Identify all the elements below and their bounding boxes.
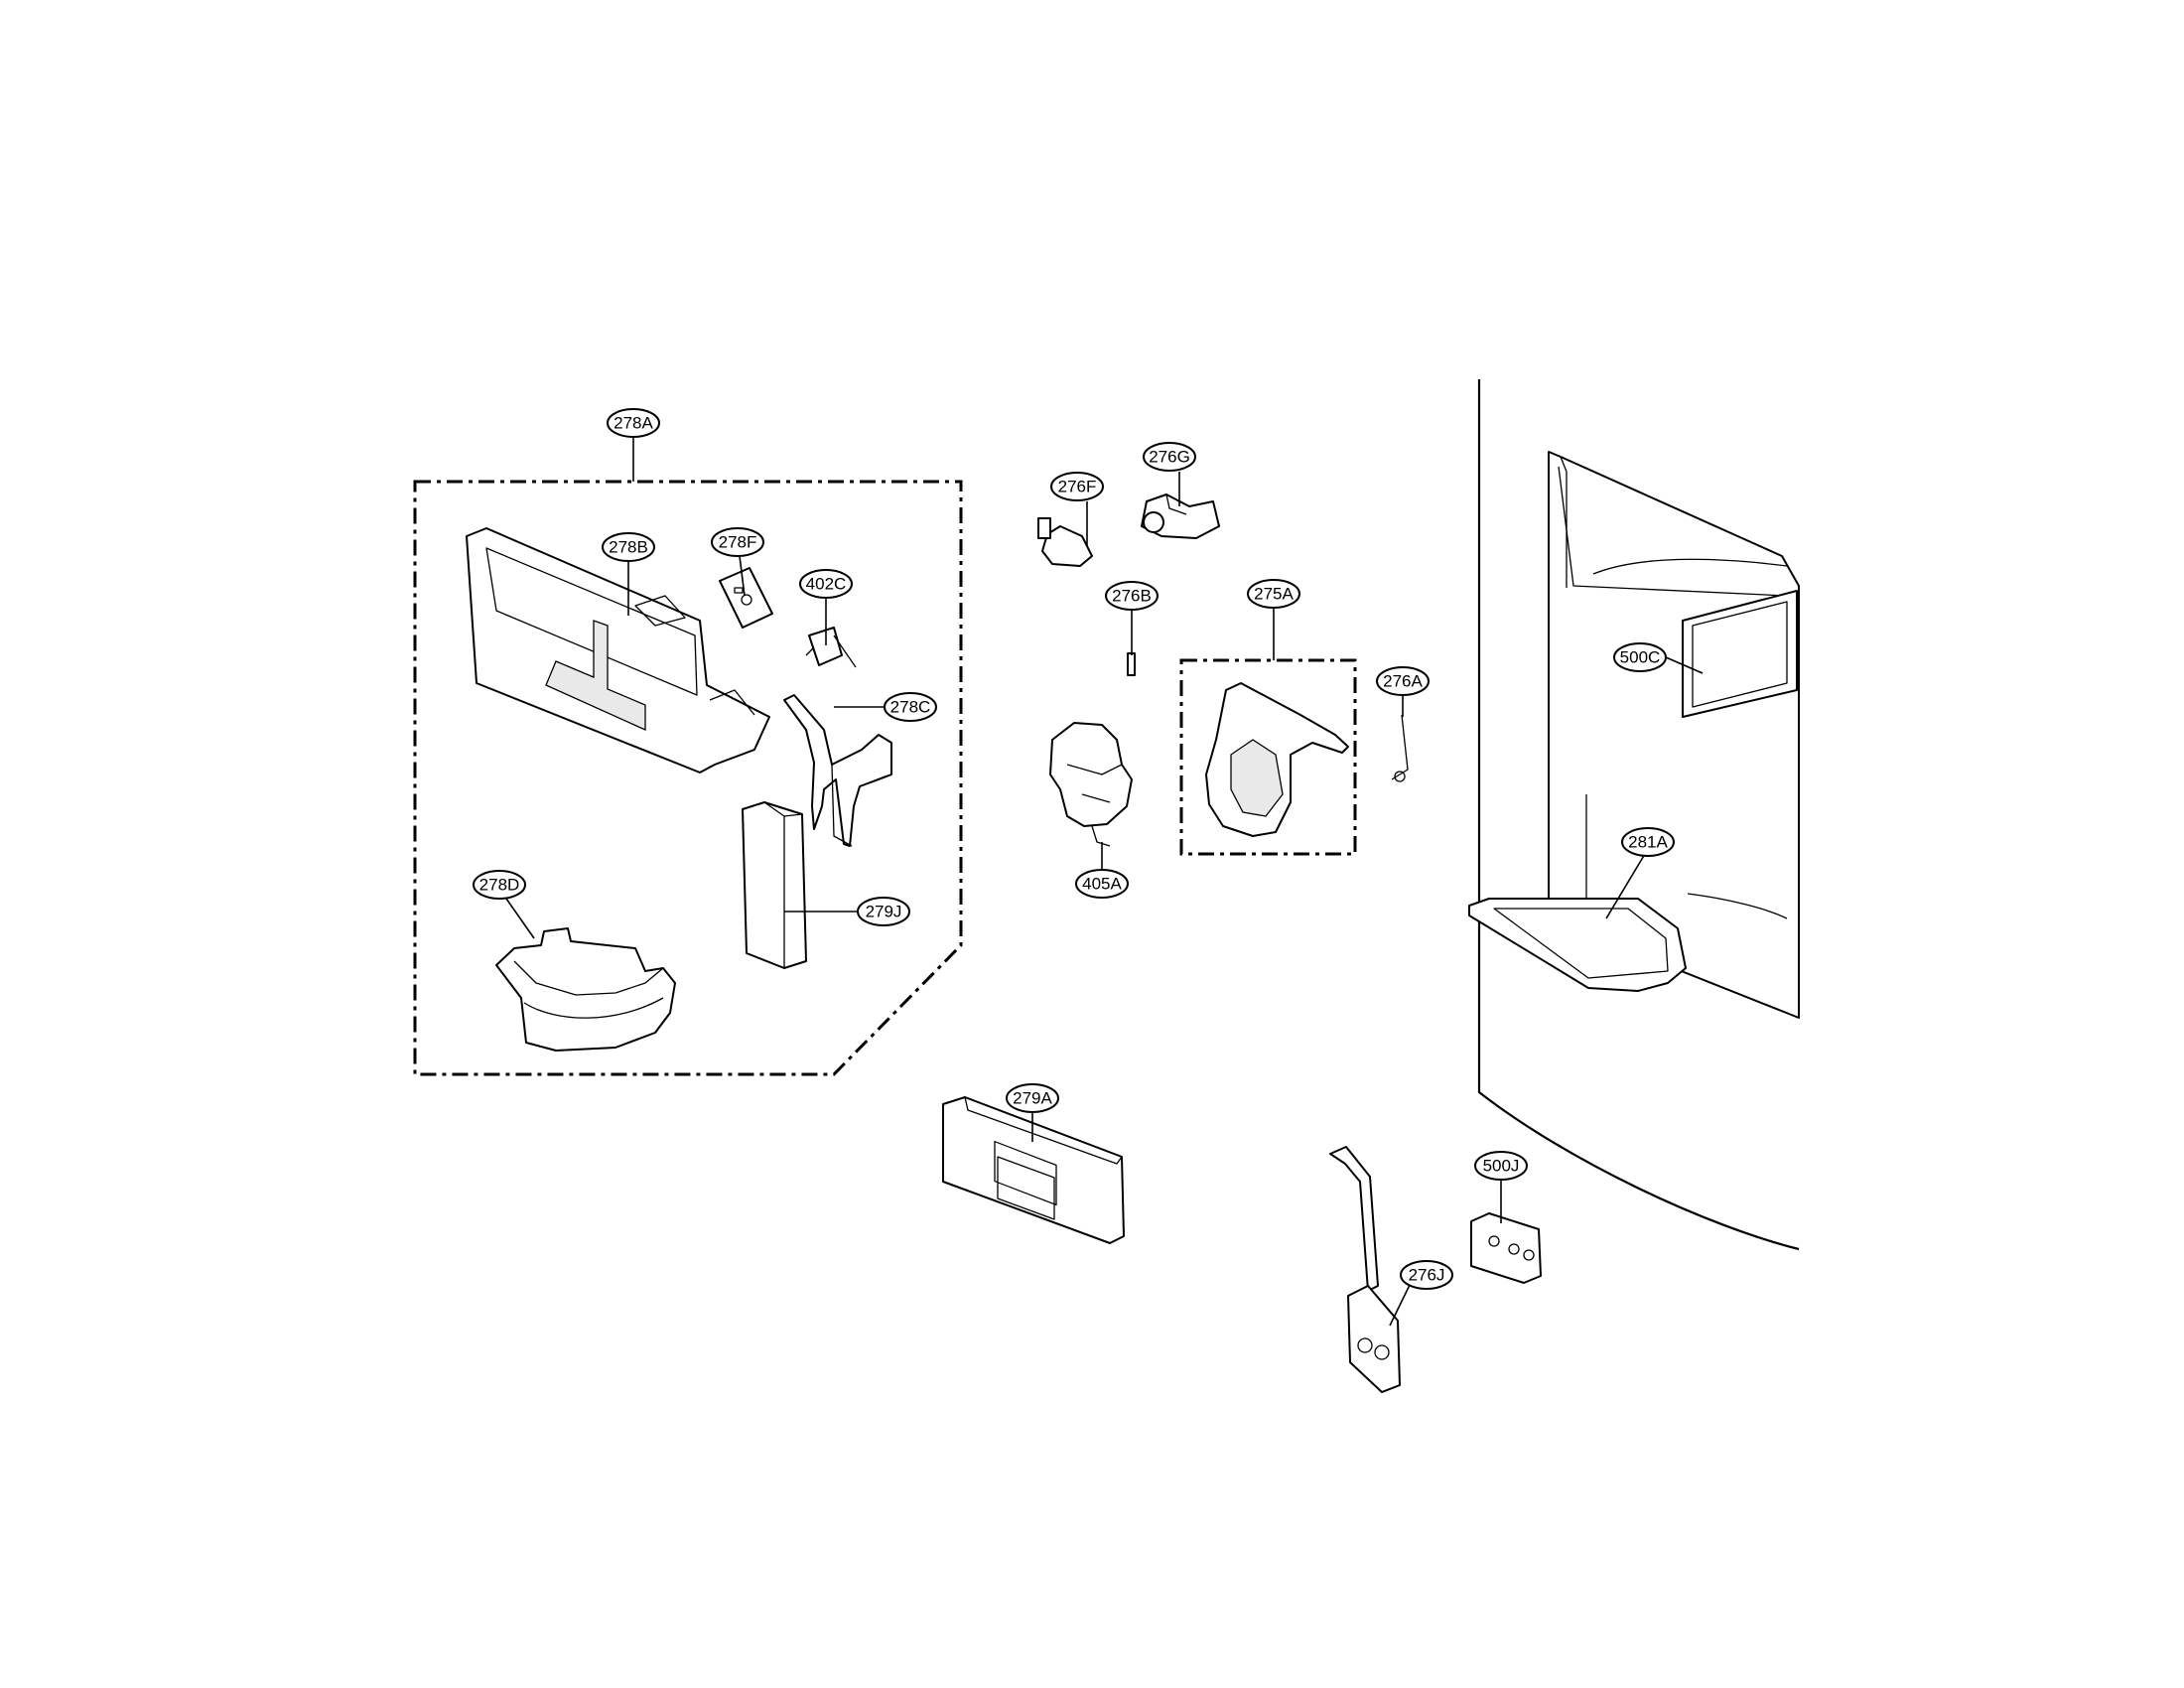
part-276B-pin [1127,652,1136,676]
svg-text:500J: 500J [1483,1157,1520,1176]
svg-text:278C: 278C [890,698,931,717]
callout-500J: 500J [1474,1151,1528,1181]
assembly-278A-boundary [413,480,963,1076]
part-281A-tray [1468,898,1687,992]
callout-276B: 276B [1105,581,1159,611]
callout-275A: 275A [1247,579,1300,609]
svg-text:275A: 275A [1254,585,1294,604]
callout-405A: 405A [1075,869,1129,899]
callout-279J: 279J [857,897,910,926]
part-278C-lever [783,694,892,847]
part-279J-cover [742,801,807,969]
callout-278D: 278D [473,870,526,900]
part-276F-gear [1037,517,1093,567]
part-276G-bracket [1141,493,1220,539]
callout-278F: 278F [711,527,764,557]
svg-text:279A: 279A [1013,1089,1052,1108]
svg-text:278F: 278F [719,533,757,552]
part-275A-flap [1205,682,1349,837]
callout-278B: 278B [602,532,655,562]
part-278D-chute [495,927,676,1052]
svg-text:500C: 500C [1620,648,1661,667]
svg-text:278D: 278D [479,876,520,895]
callout-276F: 276F [1050,472,1104,501]
door-cabinet-outline [1477,379,1800,1251]
callout-276A: 276A [1376,666,1430,696]
svg-text:405A: 405A [1082,875,1122,894]
svg-text:276G: 276G [1149,448,1190,467]
callout-279A: 279A [1006,1083,1059,1113]
svg-text:278A: 278A [614,414,653,433]
svg-text:276B: 276B [1112,587,1152,606]
part-276J-actuator [1329,1146,1401,1393]
svg-text:276A: 276A [1383,672,1423,691]
svg-text:281A: 281A [1628,833,1668,852]
part-276A-spring [1391,714,1409,782]
part-278B-housing [466,527,770,774]
part-500C-board [1682,590,1798,718]
svg-text:278B: 278B [609,538,648,557]
callout-281A: 281A [1621,827,1675,857]
part-279A-panel [942,1096,1125,1244]
svg-text:276J: 276J [1409,1266,1445,1285]
callout-278A: 278A [607,408,660,438]
svg-text:402C: 402C [806,575,847,594]
callout-276J: 276J [1400,1260,1453,1290]
callout-278C: 278C [884,692,937,722]
part-500J-connector [1470,1212,1542,1284]
callout-276G: 276G [1143,442,1196,472]
part-402C-switch [805,627,857,668]
assembly-275A-boundary [1179,658,1357,856]
part-405A-motor [1049,722,1133,847]
svg-text:276F: 276F [1058,478,1097,496]
callout-402C: 402C [799,569,853,599]
part-278F-plate [719,567,773,629]
callout-500C: 500C [1613,642,1667,672]
svg-text:279J: 279J [866,903,902,921]
leader-lines [505,437,1704,1327]
